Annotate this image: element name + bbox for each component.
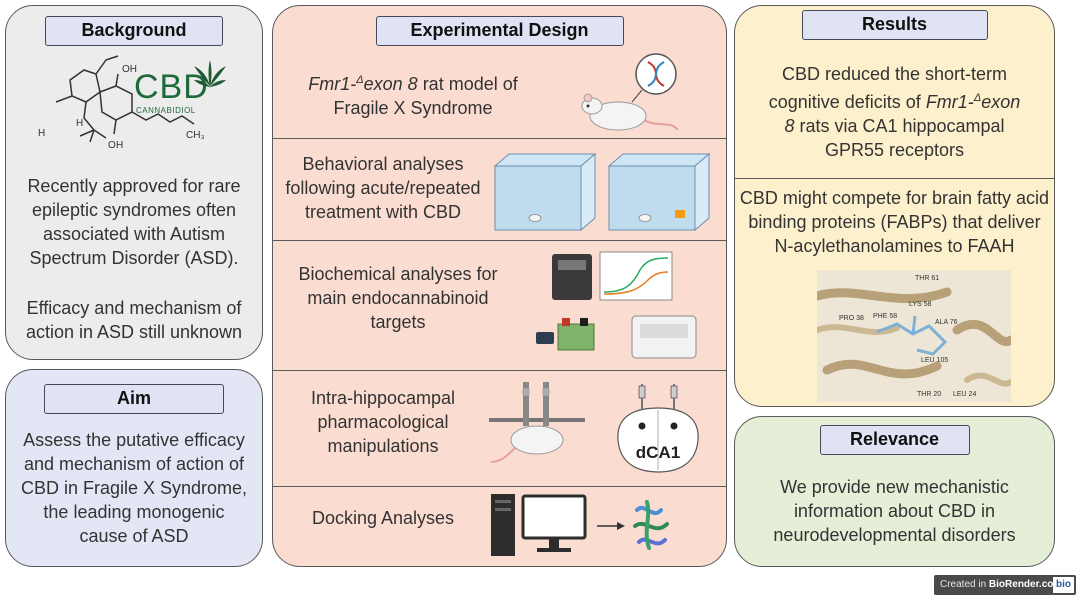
background-text-2: Efficacy and mechanism of action in ASD …: [25, 298, 243, 342]
residue-label-5: ALA 76: [935, 319, 958, 326]
rat-dna-icon: [581, 53, 679, 131]
experimental-design-title: Experimental Design: [375, 16, 624, 46]
aim-title: Aim: [44, 384, 224, 414]
design-divider-3: [273, 370, 726, 371]
brain-dca1-icon: dCA1: [617, 384, 699, 473]
residue-label-6: LEU 105: [921, 357, 948, 364]
aim-panel: Aim Assess the putative efficacy and mec…: [5, 369, 263, 567]
result-2-text: CBD might compete for brain fatty acid b…: [739, 188, 1050, 256]
background-text-1: Recently approved for rare epileptic syn…: [27, 176, 241, 268]
residue-label-1: THR 61: [915, 275, 939, 282]
residue-label-2: LYS 58: [909, 301, 932, 308]
chem-label-o: O: [108, 140, 116, 151]
cannabis-leaf-icon: [194, 60, 226, 88]
chem-label-oh: OH: [122, 64, 137, 75]
design-divider-4: [273, 486, 726, 487]
behavioral-arena-icon: [493, 152, 711, 232]
design-divider-1: [273, 138, 726, 139]
chem-label-h1: H: [76, 118, 83, 129]
computer-protein-icon: [491, 494, 669, 556]
cannabidiol-structure-icon: OH H H O H CH₃: [38, 55, 205, 151]
biorender-badge[interactable]: Created in BioRender.com bio: [934, 575, 1076, 595]
chem-label-h3: H: [116, 140, 123, 151]
aim-text: Assess the putative efficacy and mechani…: [20, 430, 248, 546]
residue-label-4: PHE 58: [873, 313, 897, 320]
behavioral-analyses-text: Behavioral analyses following acute/repe…: [285, 154, 481, 222]
biorender-brand: BioRender.com: [988, 579, 1063, 590]
cbd-logo-subtitle: CANNABIDIOL: [136, 106, 196, 115]
cbd-logo-text: CBD: [134, 68, 209, 106]
rat-model-text: Fmr1-Δexon 8 rat model of Fragile X Synd…: [308, 74, 518, 118]
biorender-prefix: Created in: [940, 579, 989, 590]
background-title: Background: [45, 16, 223, 46]
docking-structure-image: THR 61 LYS 58 PRO 38 PHE 58 ALA 76 LEU 1…: [817, 270, 1011, 402]
relevance-text: We provide new mechanistic information a…: [773, 477, 1016, 545]
results-divider: [735, 178, 1054, 179]
results-panel: Results CBD reduced the short-term cogni…: [734, 5, 1055, 407]
residue-label-8: LEU 24: [953, 391, 976, 398]
results-title: Results: [801, 10, 988, 40]
residue-label-7: THR 20: [917, 391, 941, 398]
biorender-logo: bio: [1053, 577, 1074, 593]
result-1-text: CBD reduced the short-term cognitive def…: [768, 64, 1021, 160]
background-panel: Background OH H H O H CH₃ CBD: [5, 5, 263, 360]
experimental-design-panel: Experimental Design Fmr1-Δexon 8 rat mod…: [272, 5, 727, 567]
cbd-logo: CBD CANNABIDIOL: [134, 60, 234, 118]
design-divider-2: [273, 240, 726, 241]
dca1-label: dCA1: [636, 443, 680, 462]
intra-hippocampal-text: Intra-hippocampal pharmacological manipu…: [310, 388, 456, 456]
chem-label-h2: H: [38, 128, 45, 139]
lab-instruments-icon: [536, 251, 697, 359]
relevance-panel: Relevance We provide new mechanistic inf…: [734, 416, 1055, 567]
relevance-title: Relevance: [819, 425, 970, 455]
docking-analyses-text: Docking Analyses: [311, 508, 455, 528]
biochemical-analyses-text: Biochemical analyses for main endocannab…: [298, 264, 498, 332]
stereotaxic-icon: [489, 382, 585, 463]
chem-label-ch3: CH₃: [186, 130, 205, 141]
residue-label-3: PRO 38: [839, 315, 864, 322]
